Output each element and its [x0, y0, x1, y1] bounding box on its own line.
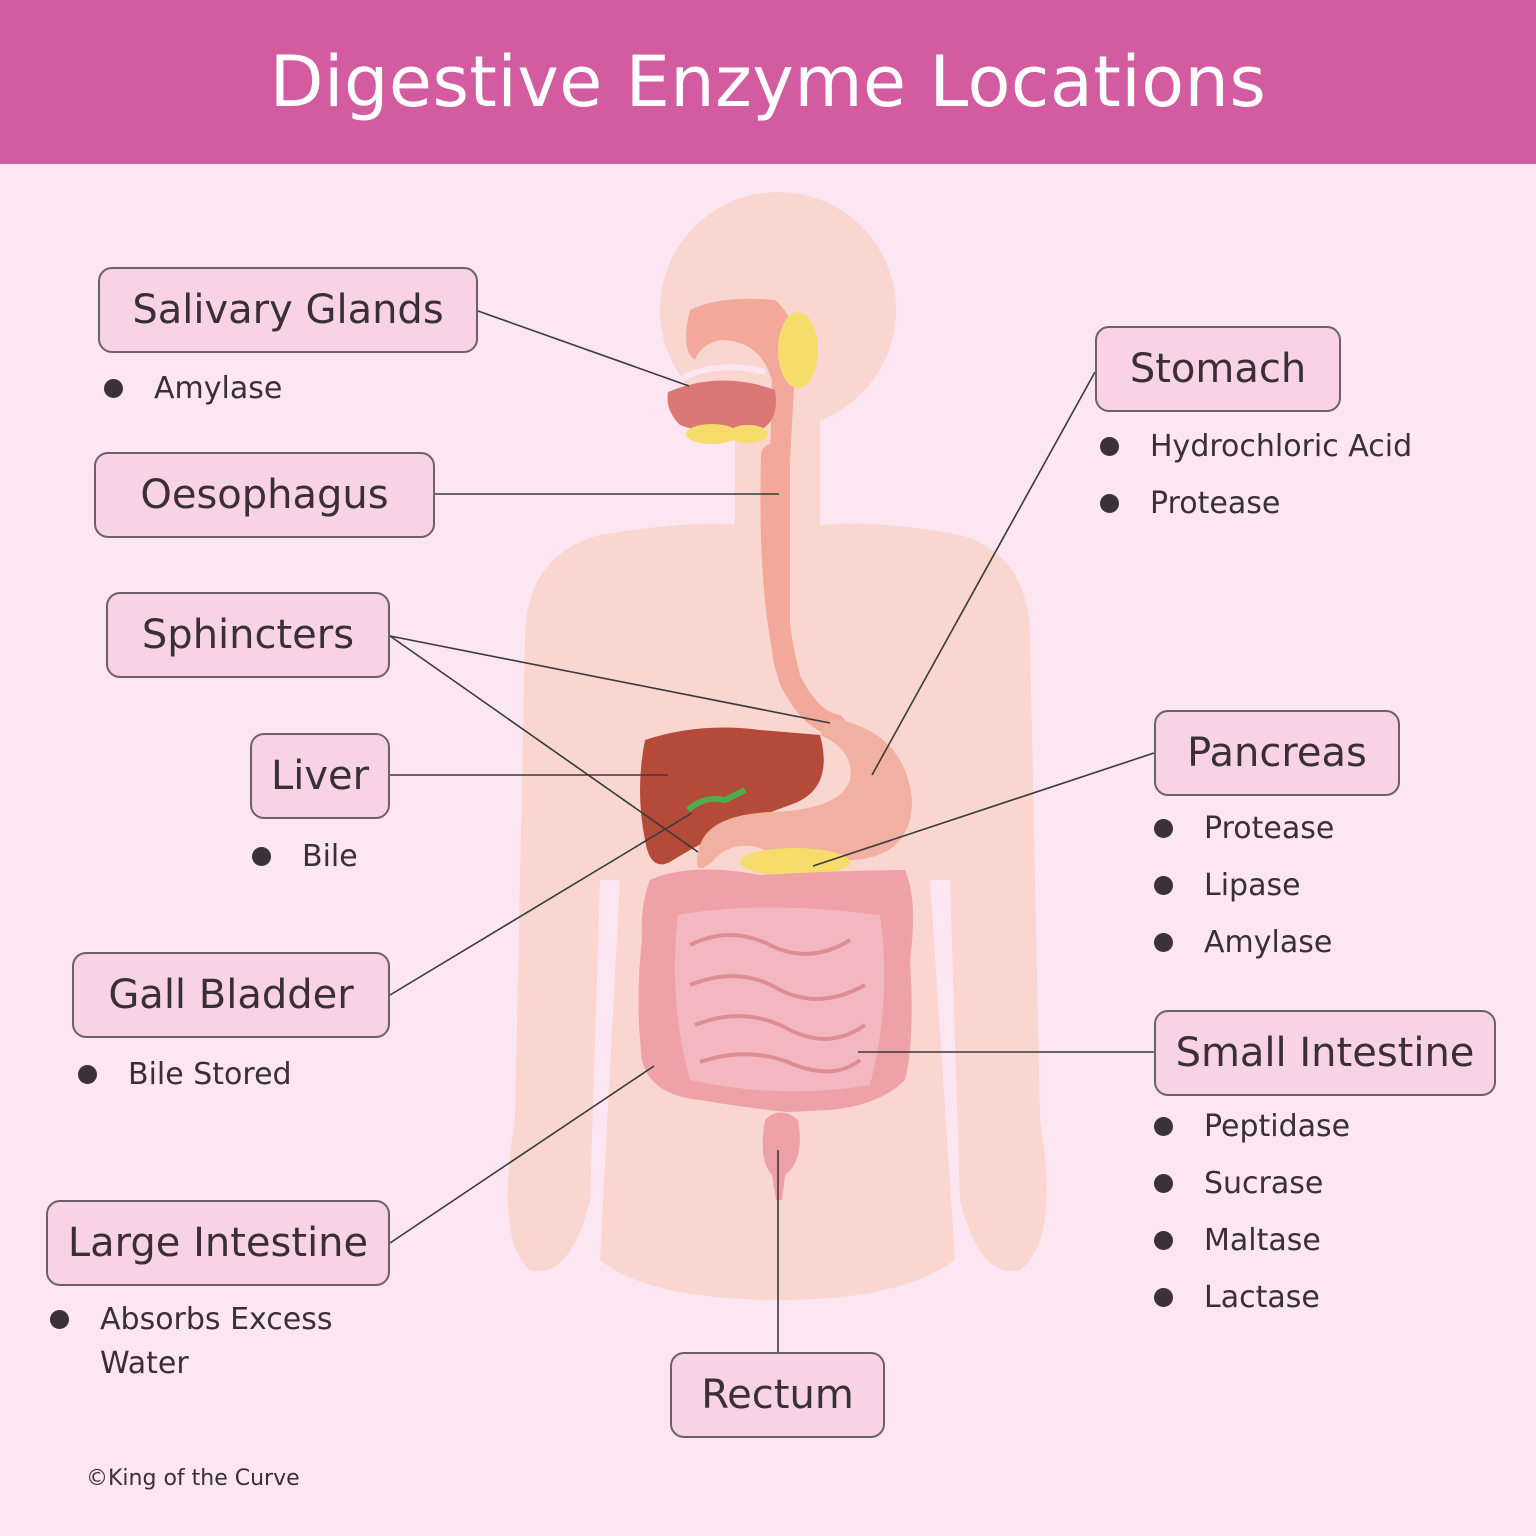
list-item: Sucrase — [1146, 1155, 1350, 1212]
title-banner: Digestive Enzyme Locations — [0, 0, 1536, 164]
list-item: Hydrochloric Acid — [1092, 418, 1412, 475]
small-intestine-loops — [689, 933, 867, 1074]
label-large-intestine: Large Intestine — [46, 1200, 390, 1286]
label-oesophagus: Oesophagus — [94, 452, 435, 538]
list-item: Maltase — [1146, 1212, 1350, 1269]
label-stomach: Stomach — [1095, 326, 1341, 412]
label-sphincters: Sphincters — [106, 592, 390, 678]
label-small-intestine: Small Intestine — [1154, 1010, 1496, 1096]
large-intestine-enzyme-list: Absorbs Excess Water — [42, 1298, 342, 1386]
gall-bladder-shape — [686, 787, 747, 813]
stomach-shape — [696, 718, 912, 869]
small-intestine-enzyme-list: Peptidase Sucrase Maltase Lactase — [1146, 1098, 1350, 1326]
small-intestine-shape — [674, 907, 885, 1092]
list-item: Lipase — [1146, 857, 1334, 914]
leader-lines — [389, 310, 1155, 1352]
list-item: Amylase — [96, 360, 282, 417]
list-item: Peptidase — [1146, 1098, 1350, 1155]
pancreas-shape — [740, 848, 850, 876]
list-item: Absorbs Excess Water — [42, 1298, 342, 1386]
head-organs — [667, 298, 818, 460]
salivary-glands-enzyme-list: Amylase — [96, 360, 282, 417]
label-pancreas: Pancreas — [1154, 710, 1400, 796]
list-item: Amylase — [1146, 914, 1334, 971]
copyright-notice: ©King of the Curve — [86, 1466, 300, 1491]
label-salivary-glands: Salivary Glands — [98, 267, 478, 353]
page-title: Digestive Enzyme Locations — [269, 41, 1267, 123]
label-liver: Liver — [250, 733, 390, 819]
label-gall-bladder: Gall Bladder — [72, 952, 390, 1038]
list-item: Bile — [244, 828, 358, 885]
liver-enzyme-list: Bile — [244, 828, 358, 885]
label-rectum: Rectum — [670, 1352, 885, 1438]
rectum-shape — [762, 1112, 800, 1200]
pancreas-enzyme-list: Protease Lipase Amylase — [1146, 800, 1334, 971]
list-item: Bile Stored — [70, 1046, 292, 1103]
gall-bladder-enzyme-list: Bile Stored — [70, 1046, 292, 1103]
oesophagus-tube — [760, 444, 846, 736]
list-item: Lactase — [1146, 1269, 1350, 1326]
list-item: Protease — [1092, 475, 1412, 532]
list-item: Protease — [1146, 800, 1334, 857]
stomach-enzyme-list: Hydrochloric Acid Protease — [1092, 418, 1412, 532]
